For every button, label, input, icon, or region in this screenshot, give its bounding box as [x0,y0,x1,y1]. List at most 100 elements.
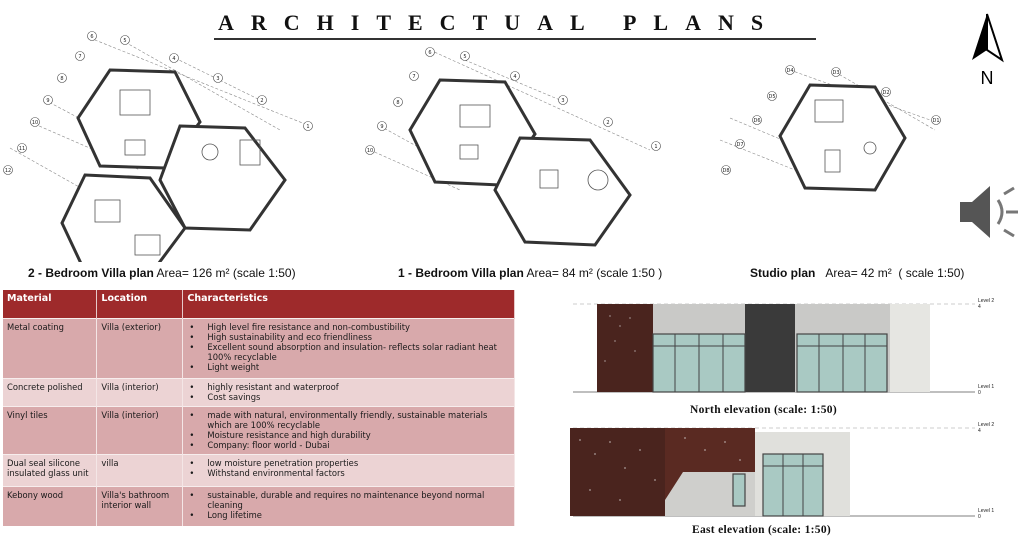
caption-studio-area: Area= 42 m² [825,266,892,280]
grid-label: D4 [786,68,793,74]
grid-bubble [17,143,27,153]
grid-label: 10 [367,148,373,154]
north-level-1-value: 0 [978,390,981,396]
grid-bubble [75,51,85,61]
grid-label: D2 [882,90,889,96]
location-cell: Villa (exterior) [96,317,184,378]
characteristics-cell: highly resistant and waterproof Cost sav… [182,377,515,406]
caption-studio-name: Studio plan [750,266,816,280]
grid-bubble [43,95,53,105]
grid-bubble [785,65,795,75]
grid-label: 1 [654,144,657,150]
grid-bubble [393,97,403,107]
north-level-1-label: Level 1 [978,384,995,390]
north-elevation-caption: North elevation (scale: 1:50) [690,404,837,416]
material-cell: Vinyl tiles [3,405,98,454]
table-row: Kebony wood Villa's bathroom interior wa… [3,485,515,526]
east-elevation-caption: East elevation (scale: 1:50) [692,524,832,536]
characteristic-item: highly resistant and waterproof [187,382,510,392]
grid-label: 9 [380,124,383,130]
grid-label: 2 [606,120,609,126]
grid-label: 3 [561,98,564,104]
material-cell: Concrete polished [3,377,98,406]
table-header-row: Material Location Characteristics [3,290,515,318]
material-cell: Kebony wood [3,485,98,526]
grid-bubble [409,71,419,81]
grid-bubble [365,145,375,155]
characteristic-item: low moisture penetration properties [187,458,510,468]
caption-two-bed: 2 - Bedroom Villa plan Area= 126 m² (sca… [28,266,296,280]
north-level-2-label: Level 2 [978,298,995,304]
north-level-2: Level 2 4 [978,298,994,310]
grid-label: D7 [736,142,743,148]
east-level-2: Level 2 4 [978,422,994,434]
grid-bubble [603,117,613,127]
east-level-2-label: Level 2 [978,422,995,428]
speaker-icon[interactable] [954,180,1024,244]
grid-label: 6 [428,50,431,56]
characteristic-item: Light weight [187,362,510,372]
grid-bubble [120,35,130,45]
grid-bubble [735,139,745,149]
characteristic-item: Withstand environmental factors [187,468,510,478]
grid-label: D5 [768,94,775,100]
grid-bubble [377,121,387,131]
grid-bubble [3,165,13,175]
grid-label: 11 [19,146,25,152]
characteristics-cell: High level fire resistance and non-combu… [182,317,515,378]
characteristic-item: Company: floor world - Dubai [187,440,510,450]
characteristic-item: Long lifetime [187,510,510,520]
table-row: Concrete polished Villa (interior) highl… [3,377,515,406]
characteristic-item: Cost savings [187,392,510,402]
grid-label: 7 [78,54,81,60]
grid-bubble [510,71,520,81]
grid-bubble [721,165,731,175]
grid-label: 3 [216,76,219,82]
grid-bubble [213,73,223,83]
grid-bubble [257,95,267,105]
grid-bubble [767,91,777,101]
east-level-1-value: 0 [978,514,981,520]
location-cell: Villa (interior) [96,377,184,406]
grid-bubble [87,31,97,41]
east-level-2-value: 4 [978,428,981,434]
header-characteristics: Characteristics [182,290,515,318]
grid-label: 5 [123,38,126,44]
caption-studio-scale: ( scale 1:50) [898,266,965,280]
grid-label: D8 [722,168,729,174]
table-row: Metal coating Villa (exterior) High leve… [3,317,515,378]
east-level-1-label: Level 1 [978,508,995,514]
characteristic-item: Excellent sound absorption and insulatio… [187,342,510,362]
grid-bubble [303,121,313,131]
grid-label: 10 [32,120,38,126]
north-level-1: Level 1 0 [978,384,994,396]
table-row: Vinyl tiles Villa (interior) made with n… [3,405,515,454]
grid-label: 1 [306,124,309,130]
caption-two-bed-scale: (scale 1:50) [232,266,296,280]
grid-bubble [931,115,941,125]
grid-label: 4 [172,56,175,62]
grid-label: D1 [932,118,939,124]
title-underline [214,38,816,40]
material-cell: Metal coating [3,317,98,378]
east-level-1: Level 1 0 [978,508,994,520]
caption-one-bed-scale: (scale 1:50 ) [596,266,663,280]
grid-label: 12 [5,168,11,174]
grid-bubble [881,87,891,97]
grid-label: 7 [412,74,415,80]
grid-label: 4 [513,74,516,80]
header-material: Material [3,290,98,318]
grid-bubble [169,53,179,63]
characteristic-item: High level fire resistance and non-combu… [187,322,510,332]
page-title: ARCHITECTUAL PLANS [218,10,781,35]
characteristics-cell: low moisture penetration properties With… [182,453,515,486]
grid-bubble [831,67,841,77]
north-label: N [981,68,994,88]
grid-bubble [425,47,435,57]
grid-bubble [30,117,40,127]
characteristic-item: sustainable, durable and requires no mai… [187,490,510,510]
characteristics-cell: made with natural, environmentally frien… [182,405,515,454]
